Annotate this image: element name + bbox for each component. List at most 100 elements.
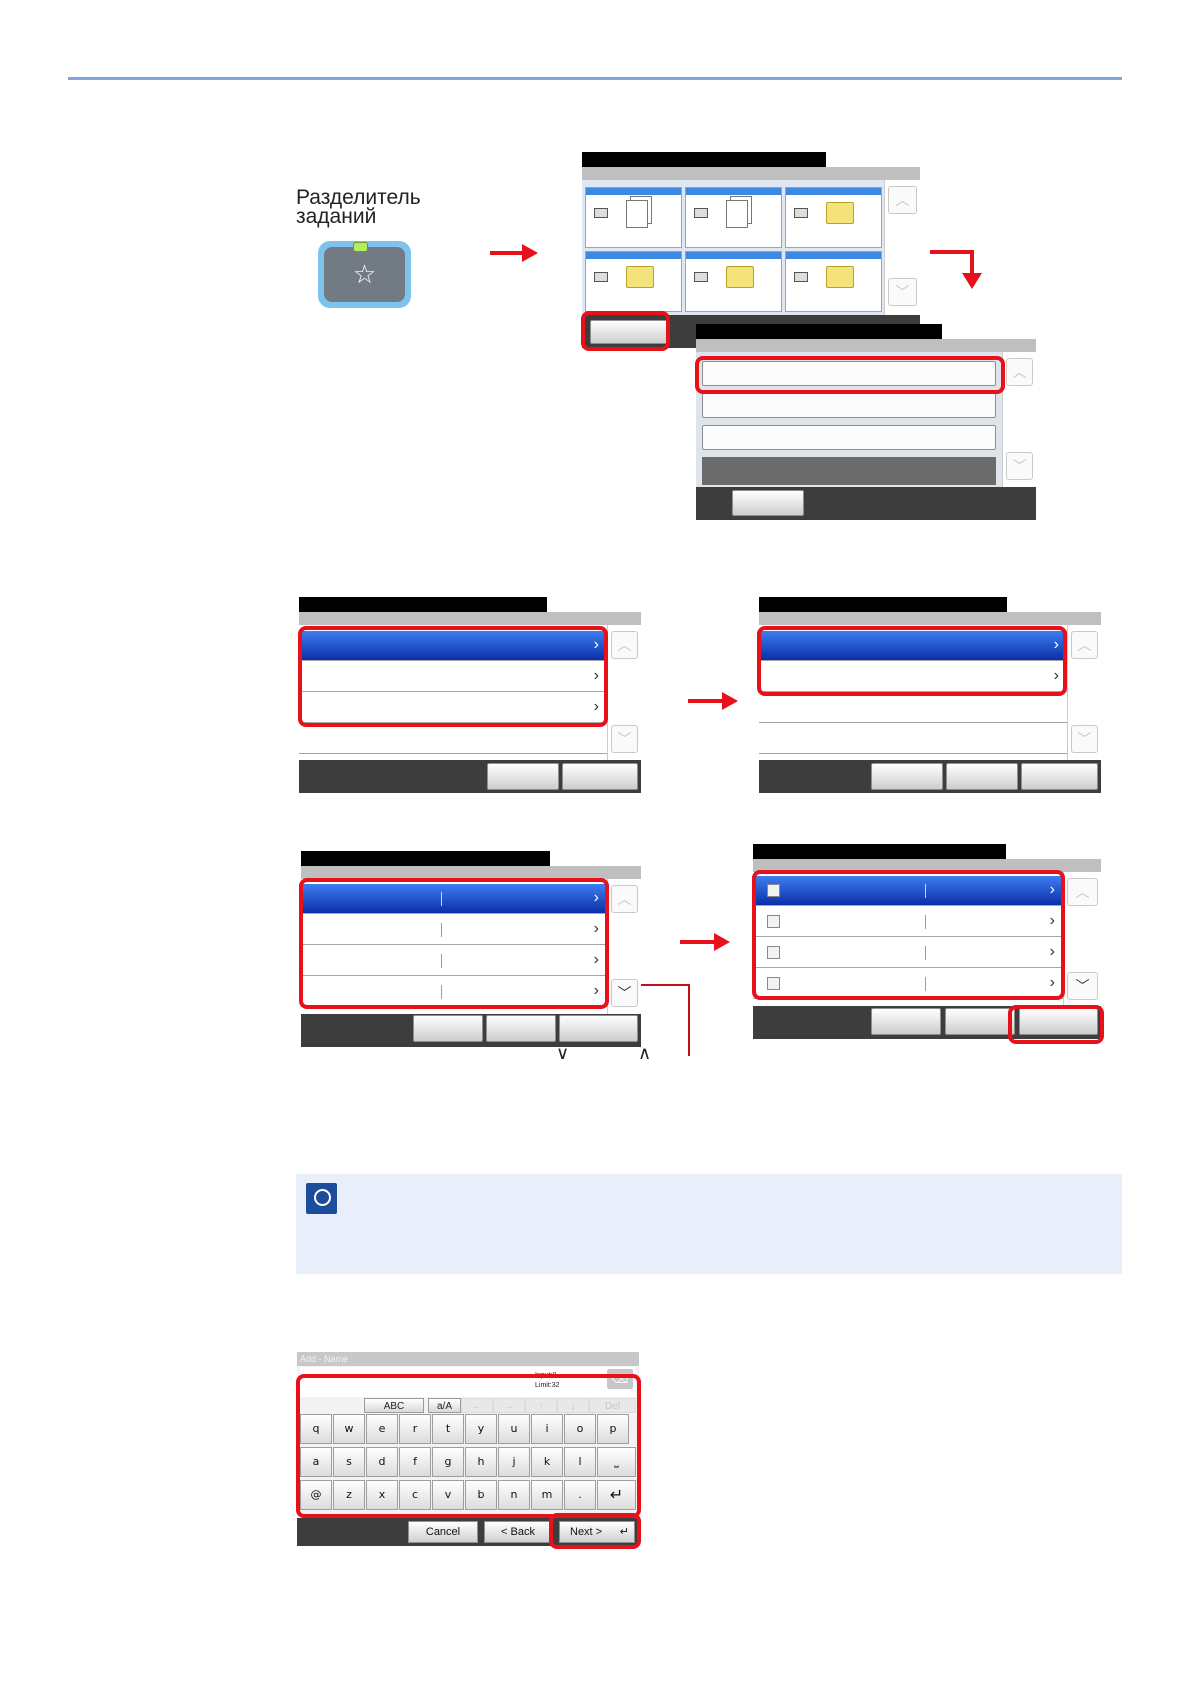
favorite-tile-5[interactable] <box>685 251 782 312</box>
scroll-up-icon[interactable]: ︿ <box>888 186 917 214</box>
name-input[interactable] <box>300 1367 636 1397</box>
scroll-up-icon[interactable]: ︿ <box>611 631 638 659</box>
enter-key[interactable]: ↵ <box>597 1480 636 1510</box>
back-button[interactable] <box>945 1008 1015 1035</box>
next-button[interactable] <box>1021 763 1098 790</box>
cancel-button[interactable] <box>871 1008 941 1035</box>
key-r[interactable]: r <box>399 1414 431 1444</box>
list-item[interactable]: › <box>299 693 607 723</box>
key-x[interactable]: x <box>366 1480 398 1510</box>
key-a[interactable]: a <box>300 1447 332 1477</box>
key-g[interactable]: g <box>432 1447 464 1477</box>
key-period[interactable]: . <box>564 1480 596 1510</box>
scroll-up-icon[interactable]: ︿ <box>1071 631 1098 659</box>
key-at[interactable]: @ <box>300 1480 332 1510</box>
favorite-tile-3[interactable] <box>785 187 882 248</box>
scroll-up-icon[interactable]: ︿ <box>611 885 638 913</box>
scroll-down-icon[interactable]: ﹀ <box>888 278 917 306</box>
back-button[interactable] <box>946 763 1018 790</box>
key-z[interactable]: z <box>333 1480 365 1510</box>
key-m[interactable]: m <box>531 1480 563 1510</box>
favorite-tile-6[interactable] <box>785 251 882 312</box>
back-button[interactable] <box>486 1015 556 1042</box>
key-o[interactable]: o <box>564 1414 596 1444</box>
table-row[interactable]: › <box>301 946 607 976</box>
checkbox[interactable] <box>767 884 780 897</box>
scroll-down-icon[interactable]: ﹀ <box>611 725 638 753</box>
scroll-down-icon[interactable]: ﹀ <box>1067 972 1098 1000</box>
key-p[interactable]: p <box>597 1414 629 1444</box>
table-row[interactable]: › <box>301 884 607 914</box>
key-label-line2: заданий <box>296 205 377 228</box>
scrollbar[interactable]: ︿ ﹀ <box>1002 352 1036 487</box>
scrollbar[interactable]: ︿ ﹀ <box>607 625 641 760</box>
key-n[interactable]: n <box>498 1480 530 1510</box>
checkbox[interactable] <box>767 977 780 990</box>
key-q[interactable]: q <box>300 1414 332 1444</box>
scrollbar[interactable]: ︿ ﹀ <box>1063 872 1101 1006</box>
scroll-down-icon[interactable]: ﹀ <box>1006 452 1033 480</box>
chevron-right-icon: › <box>593 698 599 715</box>
favorite-tile-2[interactable] <box>685 187 782 248</box>
arrow-up-icon[interactable]: ↑ <box>525 1398 557 1413</box>
checkbox[interactable] <box>767 915 780 928</box>
next-button[interactable] <box>1019 1008 1098 1035</box>
scroll-down-icon[interactable]: ﹀ <box>611 979 638 1007</box>
key-f[interactable]: f <box>399 1447 431 1477</box>
next-button[interactable]: Next > ↵ <box>559 1521 635 1543</box>
key-b[interactable]: b <box>465 1480 497 1510</box>
menu-item-register[interactable] <box>702 361 996 386</box>
table-row[interactable]: › <box>301 977 607 1007</box>
key-s[interactable]: s <box>333 1447 365 1477</box>
menu-item-edit[interactable] <box>702 393 996 418</box>
abc-mode-button[interactable]: ABC <box>364 1398 424 1413</box>
key-v[interactable]: v <box>432 1480 464 1510</box>
favorite-tile-4[interactable] <box>585 251 682 312</box>
key-i[interactable]: i <box>531 1414 563 1444</box>
list-item[interactable]: › <box>299 631 607 661</box>
key-e[interactable]: e <box>366 1414 398 1444</box>
arrow-left-icon[interactable]: ← <box>461 1398 493 1413</box>
favorite-tile-1[interactable] <box>585 187 682 248</box>
key-t[interactable]: t <box>432 1414 464 1444</box>
table-row[interactable]: › <box>753 938 1063 968</box>
scrollbar[interactable]: ︿ ﹀ <box>884 180 920 315</box>
next-button[interactable] <box>562 763 638 790</box>
list-item[interactable]: › <box>299 662 607 692</box>
arrow-down-icon[interactable]: ↓ <box>557 1398 589 1413</box>
key-l[interactable]: l <box>564 1447 596 1477</box>
table-row[interactable]: › <box>753 969 1063 999</box>
arrow-right-icon[interactable]: → <box>493 1398 525 1413</box>
scroll-down-icon[interactable]: ﹀ <box>1071 725 1098 753</box>
case-toggle-button[interactable]: a/A <box>428 1398 461 1413</box>
key-j[interactable]: j <box>498 1447 530 1477</box>
key-w[interactable]: w <box>333 1414 365 1444</box>
list-item[interactable]: › <box>759 662 1067 692</box>
list-item[interactable]: › <box>759 631 1067 661</box>
key-c[interactable]: c <box>399 1480 431 1510</box>
scrollbar[interactable]: ︿ ﹀ <box>1067 625 1101 760</box>
space-key[interactable]: ⎵ <box>597 1447 636 1477</box>
close-button[interactable] <box>732 490 804 516</box>
cancel-button[interactable] <box>487 763 559 790</box>
cancel-button[interactable] <box>871 763 943 790</box>
key-h[interactable]: h <box>465 1447 497 1477</box>
menu-item-delete[interactable] <box>702 425 996 450</box>
chevron-right-icon: › <box>593 982 599 999</box>
table-row[interactable]: › <box>301 915 607 945</box>
table-row[interactable]: › <box>753 907 1063 937</box>
cancel-button[interactable] <box>413 1015 483 1042</box>
cancel-button[interactable]: Cancel <box>408 1521 478 1543</box>
next-button[interactable] <box>559 1015 638 1042</box>
key-k[interactable]: k <box>531 1447 563 1477</box>
table-row[interactable]: › <box>753 876 1063 906</box>
key-d[interactable]: d <box>366 1447 398 1477</box>
key-u[interactable]: u <box>498 1414 530 1444</box>
scroll-up-icon[interactable]: ︿ <box>1067 878 1098 906</box>
back-button[interactable]: < Back <box>484 1521 552 1543</box>
scrollbar[interactable]: ︿ ﹀ <box>607 879 641 1014</box>
checkbox[interactable] <box>767 946 780 959</box>
scroll-up-icon[interactable]: ︿ <box>1006 358 1033 386</box>
key-y[interactable]: y <box>465 1414 497 1444</box>
delete-button[interactable]: Del <box>589 1398 636 1413</box>
